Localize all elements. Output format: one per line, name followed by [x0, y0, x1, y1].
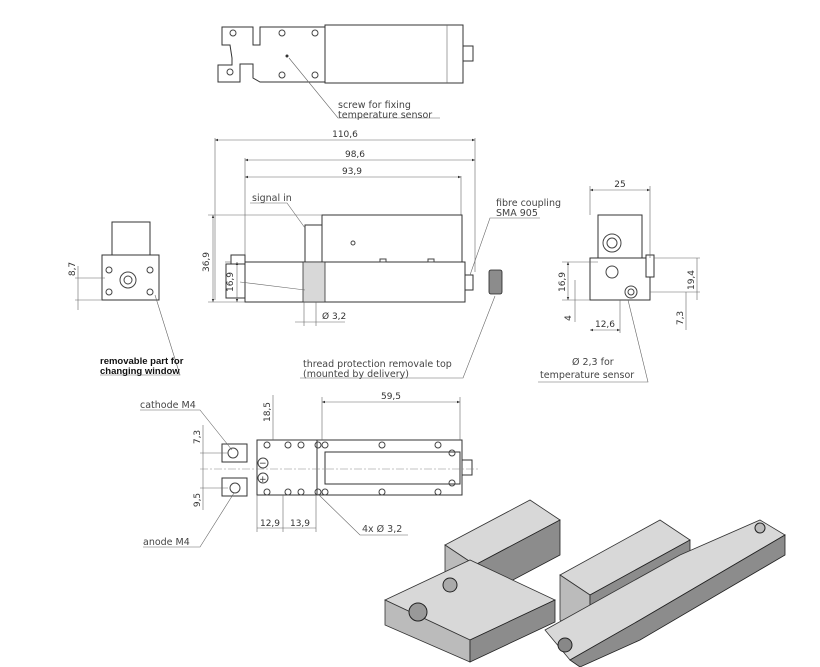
minus-symbol: − [259, 459, 267, 469]
thread-label-line1: thread protection removale top [303, 359, 452, 370]
top-view: screw for fixing temperature sensor [217, 24, 474, 121]
dim-59-5: 59,5 [381, 392, 401, 402]
thread-label-line2: (mounted by delivery) [303, 369, 409, 380]
plus-symbol: + [259, 475, 267, 485]
fibre-label-line1: fibre coupling [496, 198, 561, 209]
dim-36-9: 36,9 [202, 252, 212, 272]
anode-label: anode M4 [143, 537, 190, 548]
dim-right-7-3: 7,3 [676, 311, 686, 325]
screw-label-line1: screw for fixing [338, 100, 411, 111]
dim-right-4: 4 [564, 315, 574, 321]
dim-18-5: 18,5 [263, 402, 273, 422]
temp-label-line1: Ø 2,3 for [572, 357, 614, 368]
signal-in-label: signal in [252, 193, 292, 204]
dim-8-7: 8,7 [68, 262, 78, 276]
bottom-view: − + 59,5 18,5 7,3 9,5 12,9 13,9 cathode … [140, 392, 480, 548]
dim-93-9: 93,9 [342, 167, 362, 177]
dim-25: 25 [614, 180, 625, 190]
temp-label-line2: temperature sensor [540, 370, 634, 381]
holes-label: 4x Ø 3,2 [362, 524, 402, 535]
cathode-label: cathode M4 [140, 400, 196, 411]
dim-anode-9-5: 9,5 [193, 493, 203, 507]
dim-19-4: 19,4 [687, 270, 697, 290]
fibre-label-line2: SMA 905 [496, 208, 538, 219]
dim-cathode-7-3: 7,3 [193, 430, 203, 444]
removable-label-line2: changing window [100, 366, 180, 377]
dim-110-6: 110,6 [332, 130, 358, 140]
front-view: Ø 3,2 36,9 16,9 signal in fibre coupling… [202, 193, 561, 380]
right-side-view: 25 16,9 4 12,6 19,4 7,3 Ø 2,3 for temper… [538, 180, 700, 383]
screw-label-line2: temperature sensor [338, 110, 432, 121]
dim-98-6: 98,6 [345, 150, 365, 160]
left-side-view: 8,7 removable part for changing window [68, 221, 184, 377]
render-3d-left [384, 499, 561, 663]
render-3d-right [544, 519, 786, 667]
removable-label-line1: removable part for [100, 356, 184, 367]
dim-hole-dia: Ø 3,2 [322, 311, 346, 322]
dim-16-9: 16,9 [226, 272, 236, 292]
dim-12-9: 12,9 [260, 519, 280, 529]
dim-right-16-9: 16,9 [558, 272, 568, 292]
dim-12-6: 12,6 [595, 320, 615, 330]
dim-13-9: 13,9 [290, 519, 310, 529]
